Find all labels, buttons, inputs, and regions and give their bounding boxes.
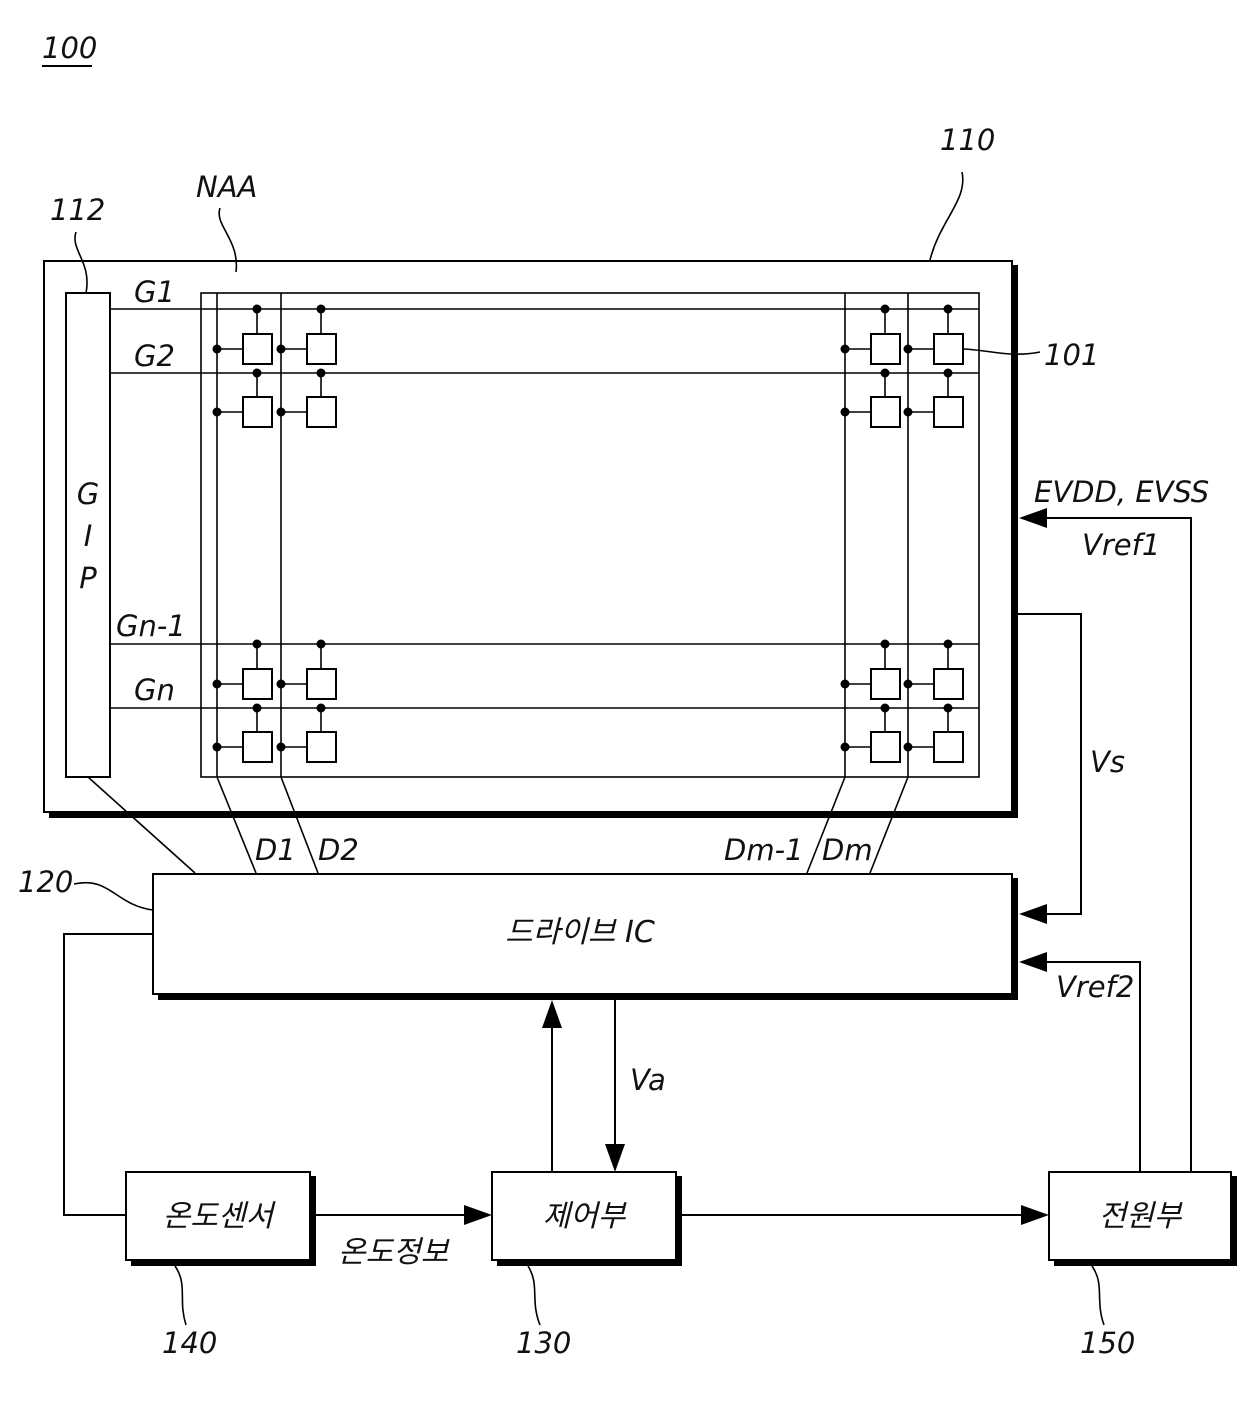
gate-junction-dot [253, 704, 262, 713]
gate-junction-dot [253, 305, 262, 314]
gate-junction-dot [253, 369, 262, 378]
va-line [605, 1000, 625, 1172]
panel-ref-leader [930, 172, 963, 260]
data-line-label-dm-1: Dm-1 [724, 833, 804, 867]
gip-letter-p: P [79, 561, 97, 595]
data-junction-dot [841, 743, 850, 752]
gate-line-label-gn: Gn [134, 673, 175, 707]
controller-to-drive-ic-line [542, 1000, 562, 1172]
panel-ref-label: 110 [940, 123, 995, 157]
figure-number: 100 [42, 31, 97, 65]
pixel-cell [307, 397, 336, 427]
gate-junction-dot [944, 369, 953, 378]
data-line-label-d1: D1 [255, 833, 296, 867]
gate-junction-dot [944, 305, 953, 314]
gate-junction-dot [317, 305, 326, 314]
power-ref-leader [1092, 1266, 1104, 1325]
pixel-cell [934, 732, 963, 762]
drive-ic-ref-leader [74, 883, 153, 910]
drive-ic-label: 드라이브 IC [505, 915, 655, 950]
vref2-label: Vref2 [1056, 970, 1134, 1004]
gate-junction-dot [881, 704, 890, 713]
temp-info-line [316, 1205, 492, 1225]
gate-line-label-g2: G2 [134, 339, 175, 373]
pixel-cell [934, 669, 963, 699]
gate-junction-dot [881, 305, 890, 314]
pixel-cell [243, 334, 272, 364]
pixel-cell [871, 334, 900, 364]
data-junction-dot [213, 743, 222, 752]
data-junction-dot [841, 345, 850, 354]
gate-junction-dot [253, 640, 262, 649]
controller-ref-leader [528, 1266, 540, 1325]
vs-label: Vs [1090, 745, 1125, 779]
temp-sensor-ref-label: 140 [162, 1326, 217, 1360]
pixel-cell [871, 732, 900, 762]
gate-junction-dot [317, 704, 326, 713]
gate-junction-dot [881, 369, 890, 378]
power-ref-label: 150 [1080, 1326, 1135, 1360]
data-line-label-dm: Dm [822, 833, 873, 867]
gate-junction-dot [317, 640, 326, 649]
pixel-cell [871, 397, 900, 427]
pixel-cell [243, 669, 272, 699]
pixel-ref-label: 101 [1044, 338, 1099, 372]
controller-to-power-line [682, 1205, 1049, 1225]
temp-sensor-ref-leader [175, 1266, 186, 1325]
power-label: 전원부 [1099, 1199, 1183, 1234]
va-label: Va [630, 1063, 666, 1097]
pixel-cell [934, 397, 963, 427]
gip-ref-label: 112 [50, 193, 105, 227]
pixel-cell [243, 732, 272, 762]
data-junction-dot [904, 408, 913, 417]
data-junction-dot [277, 408, 286, 417]
pixel-cell [934, 334, 963, 364]
pixel-cell [307, 334, 336, 364]
pixel-cell [243, 397, 272, 427]
data-junction-dot [277, 680, 286, 689]
pixel-cell [307, 669, 336, 699]
gate-junction-dot [944, 704, 953, 713]
naa-label: NAA [196, 170, 257, 204]
data-junction-dot [904, 345, 913, 354]
data-junction-dot [904, 680, 913, 689]
pixel-cell [871, 669, 900, 699]
temp-info-label: 온도정보 [338, 1235, 450, 1270]
controller-label: 제어부 [543, 1199, 627, 1234]
pixel-cell [307, 732, 336, 762]
evdd-evss-vref1-line [1019, 508, 1191, 1172]
gate-line-label-g1: G1 [134, 275, 175, 309]
data-junction-dot [904, 743, 913, 752]
evdd-evss-label: EVDD, EVSS [1034, 475, 1209, 509]
data-junction-dot [213, 408, 222, 417]
temp-sensor-label: 온도센서 [163, 1199, 277, 1234]
gate-junction-dot [317, 369, 326, 378]
vref1-label: Vref1 [1082, 528, 1160, 562]
data-junction-dot [277, 743, 286, 752]
data-junction-dot [213, 680, 222, 689]
gate-junction-dot [944, 640, 953, 649]
gip-letter-g: G [77, 477, 99, 511]
data-junction-dot [841, 408, 850, 417]
data-junction-dot [841, 680, 850, 689]
gip-letter-i: I [84, 519, 93, 553]
controller-ref-label: 130 [516, 1326, 571, 1360]
data-junction-dot [277, 345, 286, 354]
gate-line-label-gn-1: Gn-1 [116, 609, 186, 643]
data-junction-dot [213, 345, 222, 354]
drive-ic-ref-label: 120 [18, 865, 73, 899]
gate-junction-dot [881, 640, 890, 649]
data-line-label-d2: D2 [318, 833, 359, 867]
vs-line [1018, 614, 1081, 924]
